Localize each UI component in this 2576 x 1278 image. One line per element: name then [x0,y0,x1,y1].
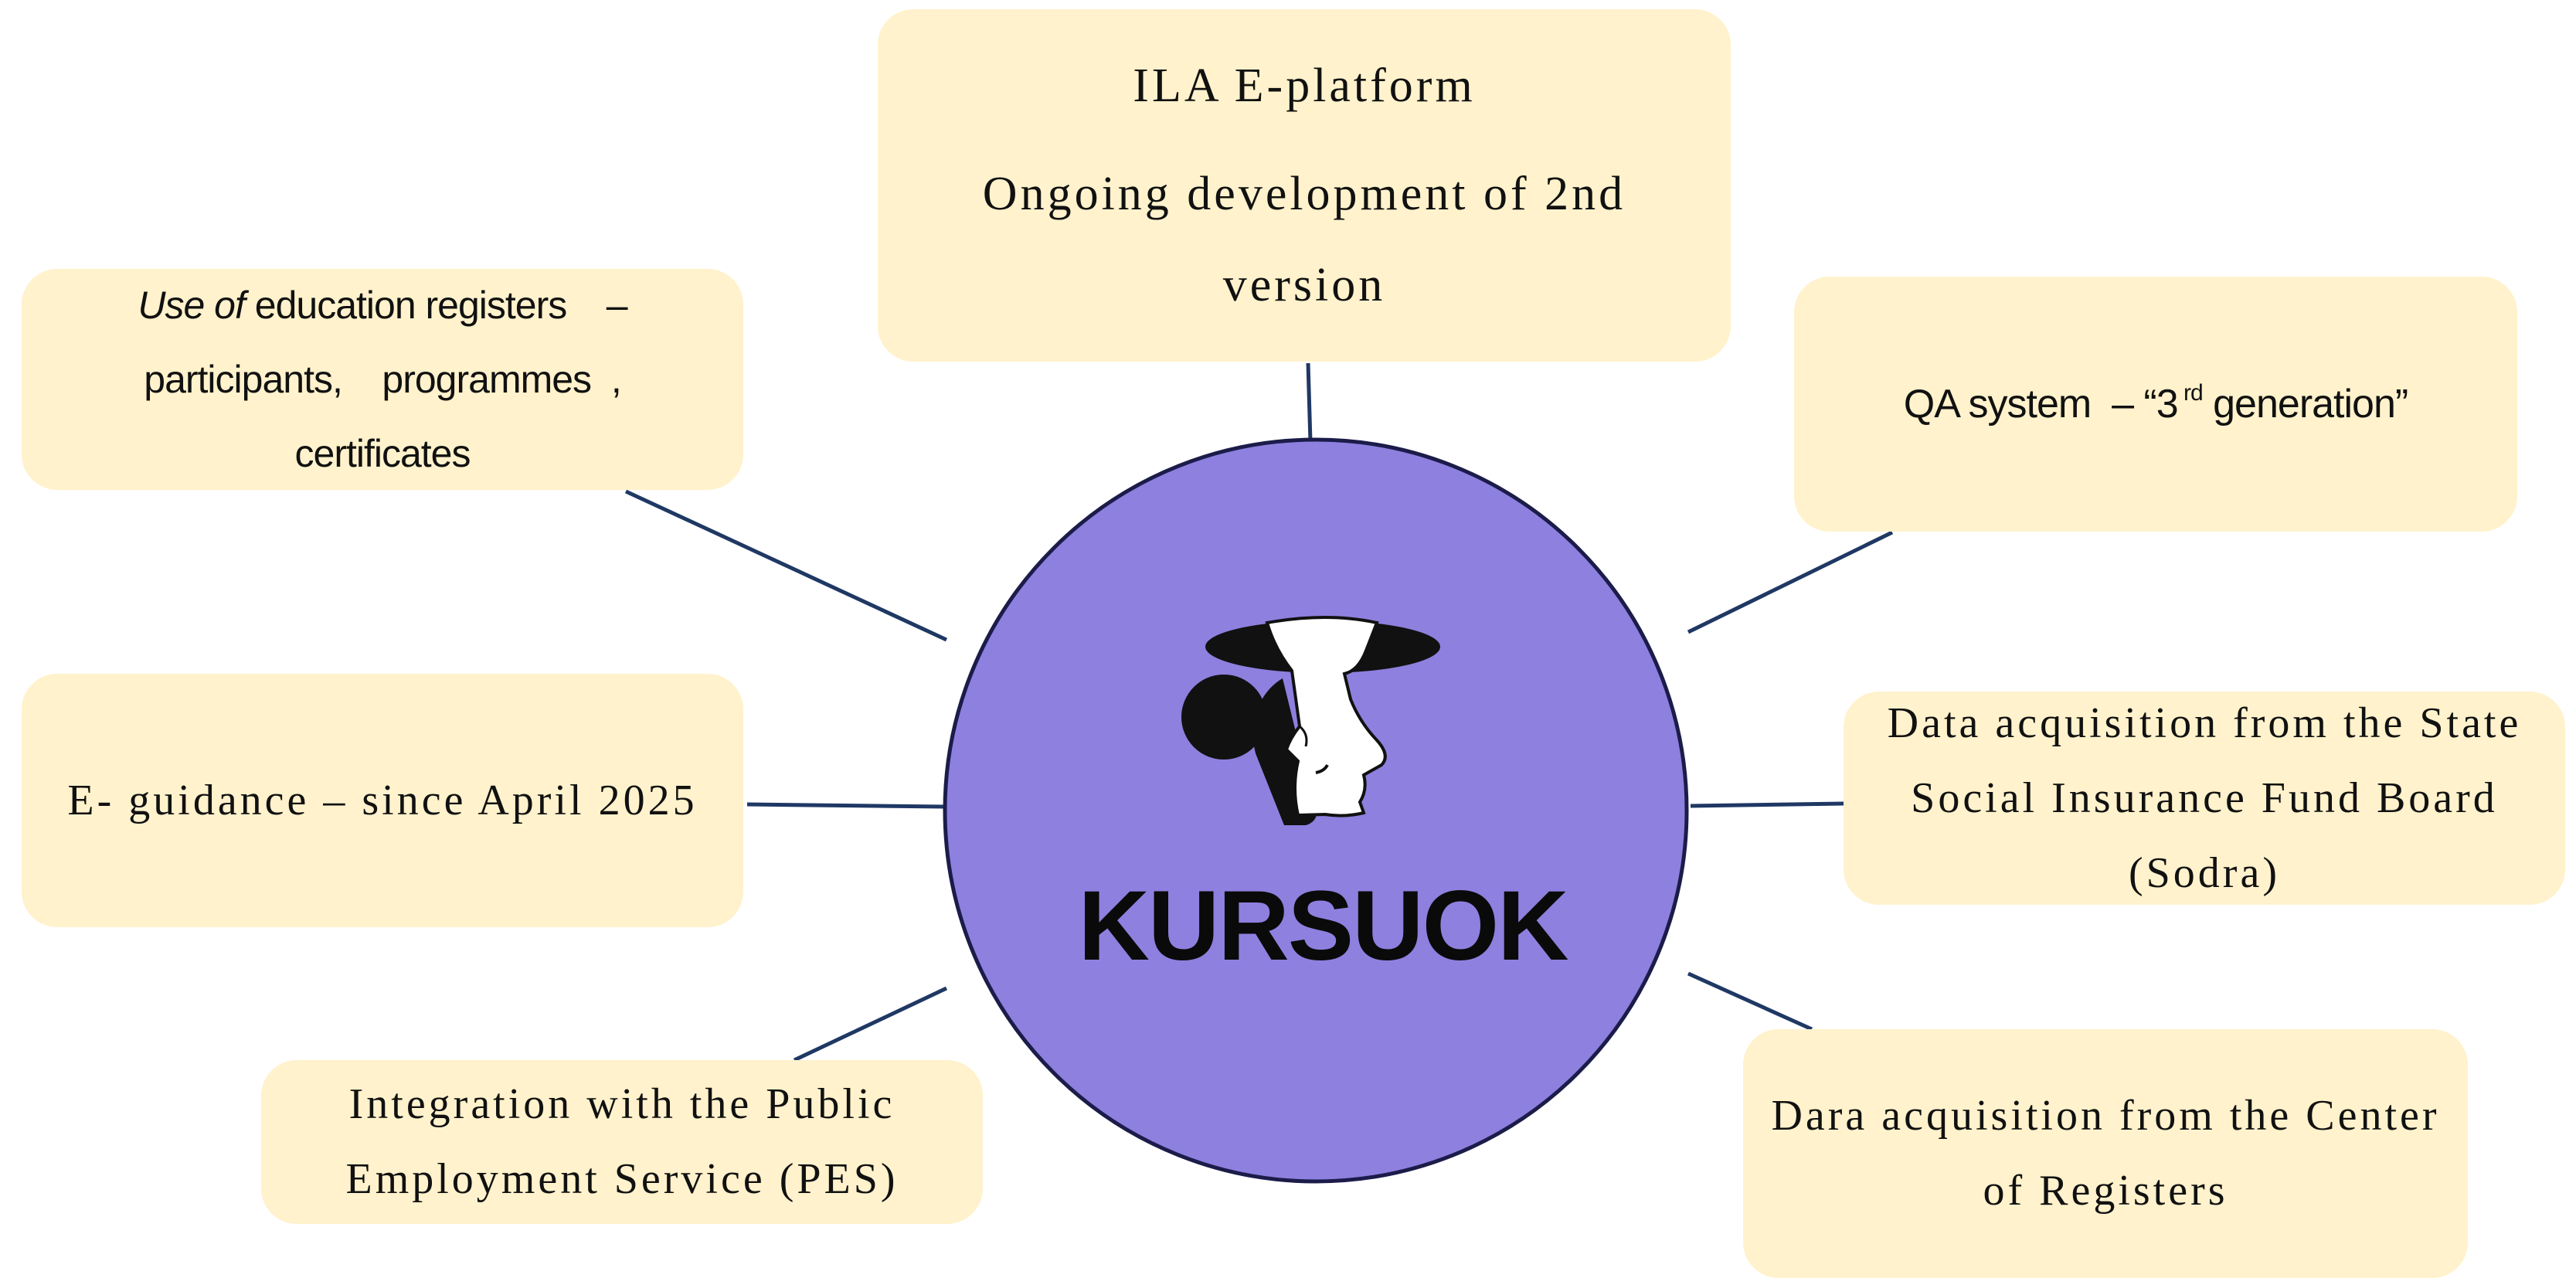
connector-center-registers [1687,971,1813,1032]
connector-guidance [746,802,945,809]
node-sodra-line3: (Sodra) [2129,848,2280,897]
connector-sodra [1690,801,1844,808]
node-registers-line1-rest: education registers – [244,284,628,327]
node-registers: Use of education registers – participant… [22,269,743,490]
connector-ila [1306,362,1313,443]
center-title: KURSUOK [1078,871,1568,981]
node-center-registers-line1: Dara acquisition from the Center [1771,1092,2440,1140]
node-qa-sup: rd [2177,380,2204,406]
node-e-guidance-text: E- guidance – since April 2025 [67,776,698,824]
node-center-registers-line2: of Registers [1983,1167,2228,1215]
node-pes: Integration with the Public Employment S… [261,1060,983,1224]
node-ila-platform: ILA E-platform Ongoing development of 2n… [878,9,1731,362]
node-registers-italic: Use of [138,284,246,327]
chef-with-hat-logo-icon [1181,616,1440,825]
node-sodra-line1: Data acquisition from the State [1887,698,2522,747]
connector-pes [793,986,948,1062]
node-pes-line1: Integration with the Public [348,1080,895,1128]
node-ila-line3: version [1222,259,1386,311]
node-ila-line1: ILA E-platform [1133,59,1476,112]
node-e-guidance: E- guidance – since April 2025 [22,674,743,927]
node-registers-line2: participants, programmes , [144,358,621,401]
node-qa-system: QA system – “3 rd generation” [1794,277,2517,532]
node-sodra: Data acquisition from the State Social I… [1844,692,2565,905]
node-qa-before: QA system – “3 [1903,382,2179,427]
node-registers-line3: certificates [294,432,471,475]
node-qa-text: QA system – “3 rd generation” [1904,367,2408,441]
connector-qa [1687,530,1894,634]
node-ila-line2: Ongoing development of 2nd [982,168,1626,220]
node-qa-after: generation” [2202,382,2408,427]
connector-registers [624,489,948,642]
node-registers-line1: Use of education registers – [138,268,627,342]
node-sodra-line2: Social Insurance Fund Board [1911,773,2498,822]
node-pes-line2: Employment Service (PES) [345,1155,899,1203]
node-center-registers: Dara acquisition from the Center of Regi… [1743,1029,2468,1278]
